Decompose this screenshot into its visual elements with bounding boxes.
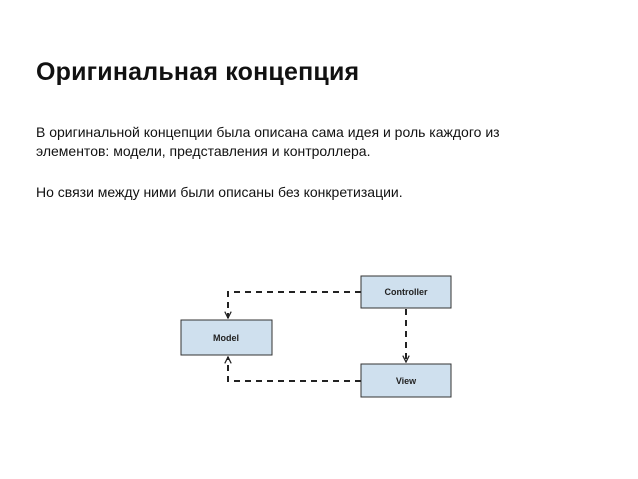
node-model: Model — [180, 319, 273, 356]
intro-line-2: элементов: модели, представления и контр… — [36, 143, 371, 159]
relations-paragraph: Но связи между ними были описаны без кон… — [36, 184, 403, 200]
intro-paragraph: В оригинальной концепции была описана са… — [36, 123, 596, 161]
node-controller-label: Controller — [384, 287, 427, 297]
intro-line-1: В оригинальной концепции была описана са… — [36, 124, 500, 140]
node-view: View — [360, 363, 452, 398]
node-view-label: View — [396, 376, 417, 386]
edge-controller-model — [228, 291, 361, 318]
slide-title: Оригинальная концепция — [36, 58, 360, 86]
node-model-label: Model — [213, 333, 239, 343]
node-controller: Controller — [360, 275, 452, 309]
edge-view-model — [228, 357, 361, 382]
